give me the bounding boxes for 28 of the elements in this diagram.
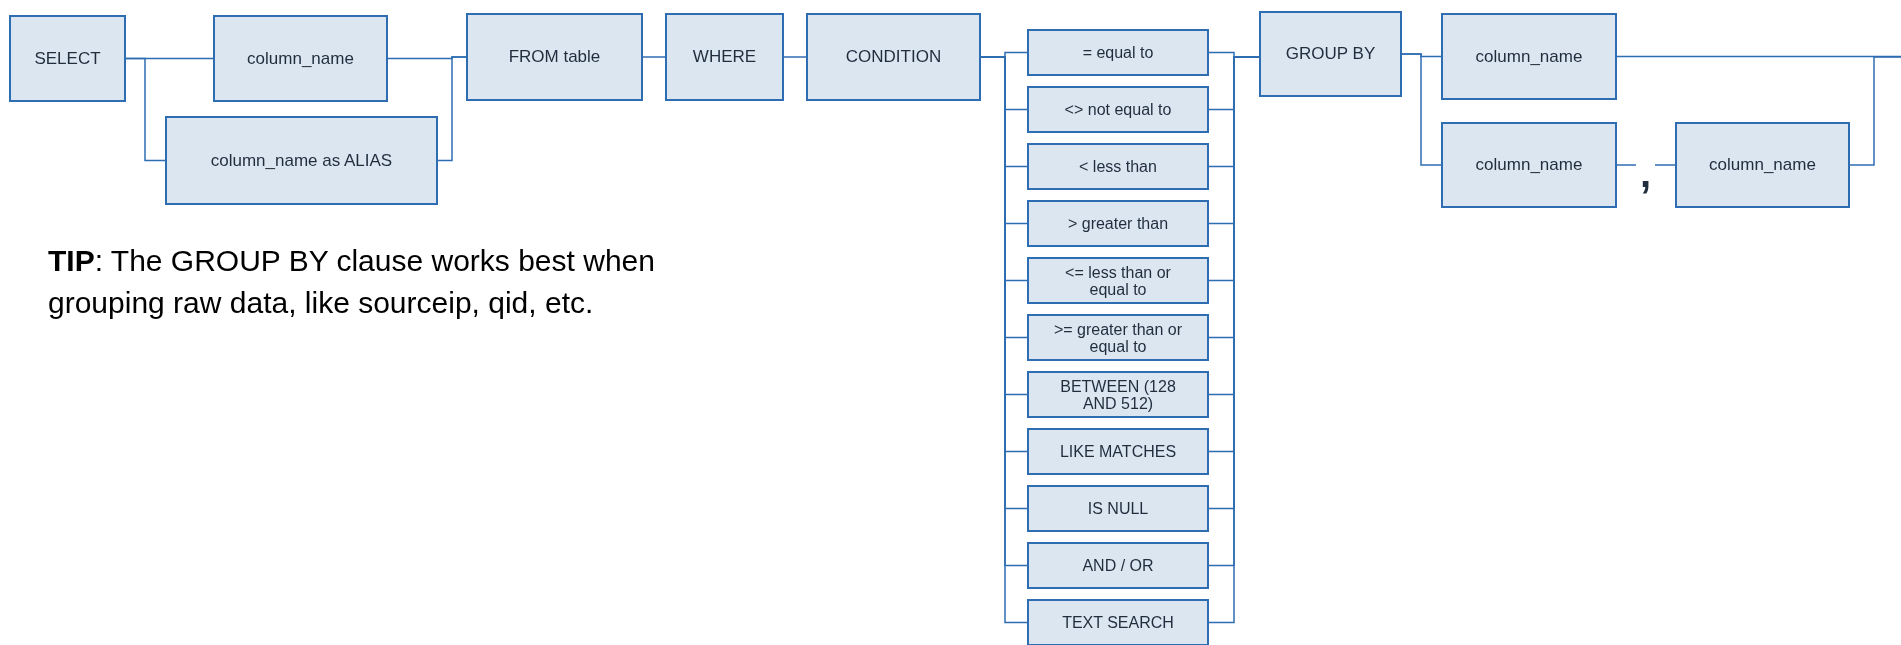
process-box: CONDITION — [806, 13, 981, 101]
process-box: AND / OR — [1027, 542, 1209, 589]
process-box: column_name — [1675, 122, 1850, 208]
tip-note: TIP: The GROUP BY clause works best when grouping raw data, like sourceip, qid, etc. — [48, 243, 656, 321]
process-box: GROUP BY — [1259, 11, 1402, 97]
process-box: column_name — [1441, 122, 1617, 208]
process-box: <= less than or equal to — [1027, 257, 1209, 304]
connector-line — [1849, 56, 1901, 166]
connector-line — [783, 56, 807, 58]
process-box: <> not equal to — [1027, 86, 1209, 133]
process-box: BETWEEN (128 AND 512) — [1027, 371, 1209, 418]
process-box: IS NULL — [1027, 485, 1209, 532]
process-box: SELECT — [9, 15, 126, 102]
process-box: = equal to — [1027, 29, 1209, 76]
process-box: column_name as ALIAS — [165, 116, 438, 205]
process-box: FROM table — [466, 13, 643, 101]
process-box: column_name — [213, 15, 388, 102]
process-box: WHERE — [665, 13, 784, 101]
connector-line — [437, 56, 467, 162]
process-box: LIKE MATCHES — [1027, 428, 1209, 475]
process-box: >= greater than or equal to — [1027, 314, 1209, 361]
connector-line — [642, 56, 666, 58]
process-box: < less than — [1027, 143, 1209, 190]
process-box: column_name — [1441, 13, 1617, 100]
connector-line — [125, 57, 166, 162]
connector-line — [1401, 53, 1442, 166]
process-box: TEXT SEARCH — [1027, 599, 1209, 645]
process-box: > greater than — [1027, 200, 1209, 247]
